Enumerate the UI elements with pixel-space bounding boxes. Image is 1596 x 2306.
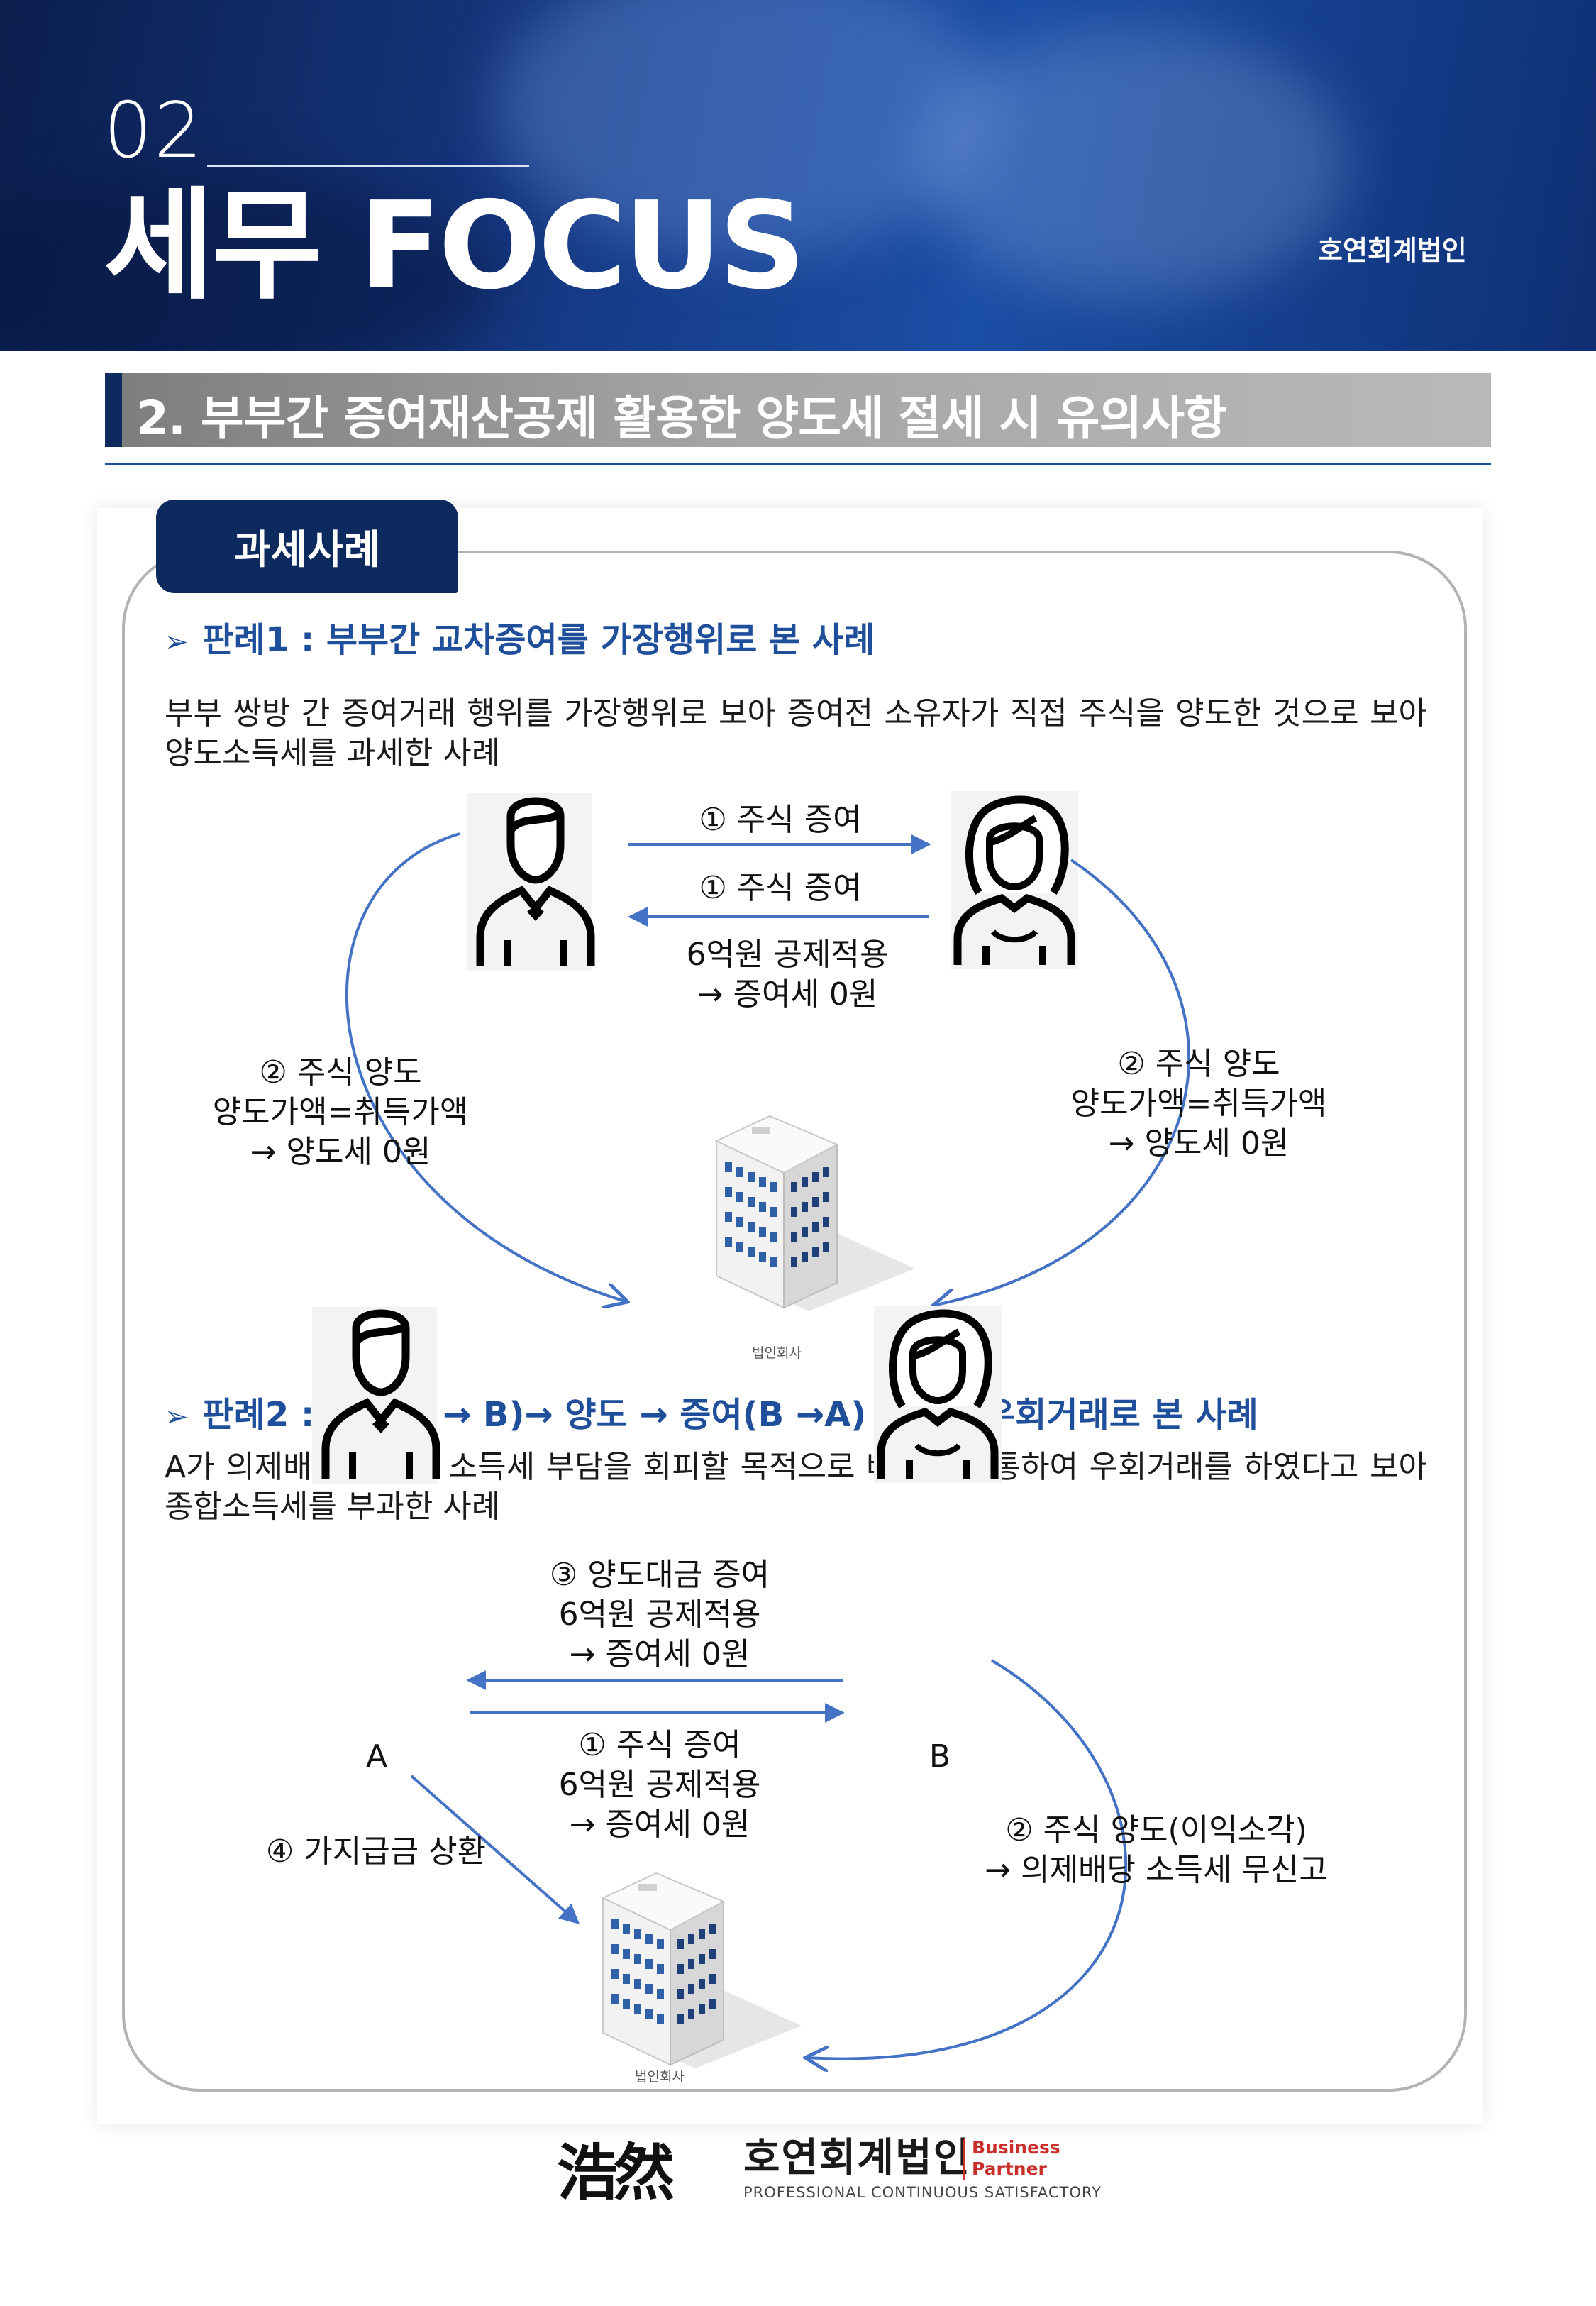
company-label: 법인회사 xyxy=(752,1345,802,1361)
left-transfer-line3: → 양도세 0원 xyxy=(250,1134,431,1170)
left-transfer-line2: 양도가액=취득가액 xyxy=(212,1094,469,1130)
arrow-label-gift-2: ① 주식 증여 xyxy=(699,870,862,906)
tab-taxation-cases: 과세사례 xyxy=(156,500,458,593)
footer-bp-line1: Business xyxy=(972,2137,1060,2158)
section-heading: 2. 부부간 증여재산공제 활용한 양도세 절세 시 유의사항 xyxy=(136,391,1227,446)
footer-tagline: PROFESSIONAL CONTINUOUS SATISFACTORY xyxy=(743,2184,1102,2201)
heading-bar xyxy=(105,373,1491,447)
deduction-label: 6억원 공제적용 → 증여세 0원 xyxy=(617,935,958,1015)
footer-bp-line2: Partner xyxy=(972,2158,1047,2179)
right-transfer-line1: ② 주식 양도 xyxy=(1117,1046,1280,1082)
stock-transfer-label: ② 주식 양도(이익소각) → 의제배당 소득세 무신고 xyxy=(943,1811,1369,1890)
transfer-arrow-left xyxy=(345,832,628,1302)
footer-separator xyxy=(963,2139,965,2180)
stock-transfer-line2: → 의제배당 소득세 무신고 xyxy=(985,1852,1328,1888)
left-transfer-line1: ② 주식 양도 xyxy=(259,1054,422,1091)
case1-title-text: 판례1 : 부부간 교차증여를 가장행위로 본 사례 xyxy=(202,620,875,660)
arrow-bullet-icon: ➢ xyxy=(165,626,189,658)
page-title: 세무 FOCUS xyxy=(104,176,806,316)
footer-firm-name: 호연회계법인 xyxy=(743,2135,972,2181)
case-frame xyxy=(122,551,1467,2092)
stock-gift-line2: 6억원 공제적용 xyxy=(558,1767,761,1803)
gift-tax-line: → 증여세 0원 xyxy=(697,976,878,1013)
heading-underline xyxy=(105,463,1491,465)
firm-name: 호연회계법인 xyxy=(1318,235,1467,266)
arrow-bullet-icon: ➢ xyxy=(165,1401,189,1433)
arrow-label-gift-1: ① 주식 증여 xyxy=(699,802,862,838)
stock-gift-label: ① 주식 증여 6억원 공제적용 → 증여세 0원 xyxy=(497,1726,823,1845)
header-banner xyxy=(0,0,1596,351)
repayment-arrow xyxy=(410,1775,580,1924)
right-transfer-line2: 양도가액=취득가액 xyxy=(1070,1086,1327,1122)
section-rule xyxy=(207,165,529,167)
stock-gift-line1: ① 주식 증여 xyxy=(578,1727,741,1763)
footer-business-partner: Business Partner xyxy=(972,2137,1060,2180)
building-icon xyxy=(716,1115,916,1312)
payment-gift-label: ③ 양도대금 증여 6억원 공제적용 → 증여세 0원 xyxy=(497,1555,823,1675)
payment-gift-line3: → 증여세 0원 xyxy=(569,1636,750,1672)
company-label-2: 법인회사 xyxy=(635,2069,685,2085)
right-transfer-line3: → 양도세 0원 xyxy=(1108,1125,1290,1162)
heading-accent xyxy=(105,373,122,447)
person-a-label: A xyxy=(365,1738,388,1775)
stock-transfer-arrow xyxy=(805,1659,1128,2059)
deduction-line: 6억원 공제적용 xyxy=(686,937,889,973)
repayment-label: ④ 가지급금 상환 xyxy=(265,1833,487,1870)
right-transfer-label: ② 주식 양도 양도가액=취득가액 → 양도세 0원 xyxy=(1021,1044,1376,1164)
transfer-arrow-right xyxy=(933,859,1190,1306)
building-icon-2 xyxy=(602,1872,802,2069)
left-transfer-label: ② 주식 양도 양도가액=취득가액 → 양도세 0원 xyxy=(163,1053,518,1172)
case1-description: 부부 쌍방 간 증여거래 행위를 가장행위로 보아 증여전 소유자가 직접 주식… xyxy=(165,695,1427,771)
stock-transfer-line1: ② 주식 양도(이익소각) xyxy=(1005,1812,1307,1848)
payment-gift-line1: ③ 양도대금 증여 xyxy=(549,1557,770,1593)
section-number: 02 xyxy=(104,87,204,175)
person-b-label: B xyxy=(929,1738,951,1775)
stock-gift-line3: → 증여세 0원 xyxy=(569,1806,750,1843)
case1-title: ➢ 판례1 : 부부간 교차증여를 가장행위로 본 사례 xyxy=(165,612,875,661)
payment-gift-line2: 6억원 공제적용 xyxy=(558,1596,761,1633)
firm-logo-mark: 浩然 xyxy=(557,2137,675,2209)
